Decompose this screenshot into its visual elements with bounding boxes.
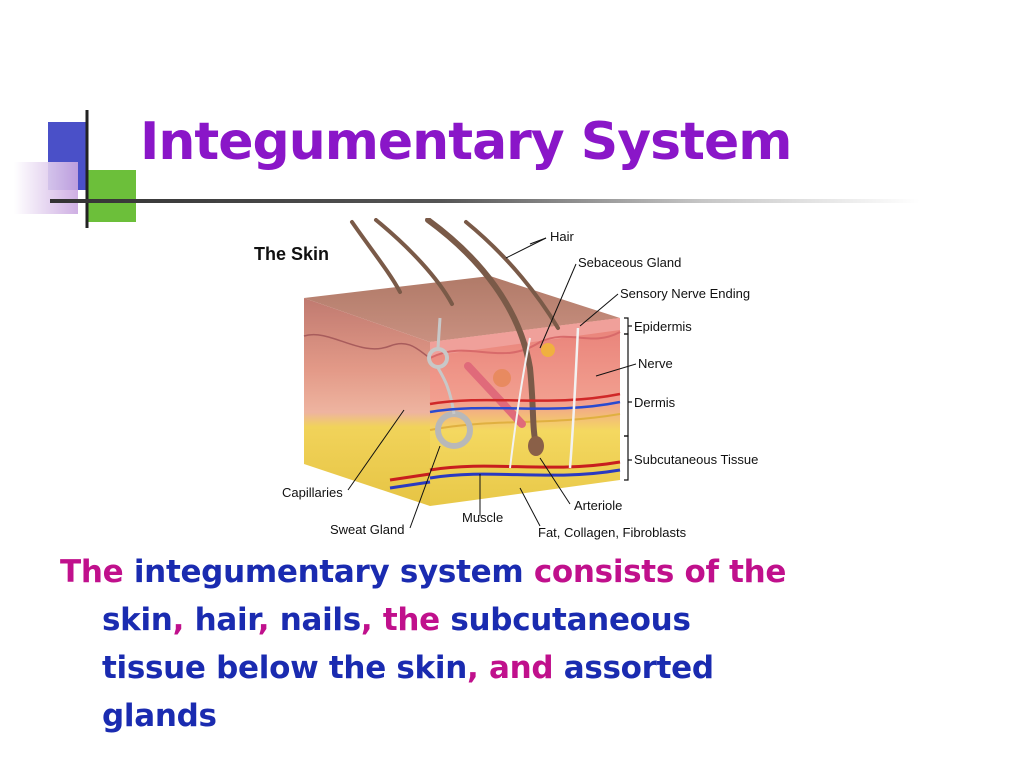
body-segment: , xyxy=(172,602,195,638)
body-paragraph: The integumentary system consists of the… xyxy=(60,548,960,740)
hair-shaft-3 xyxy=(464,220,560,330)
vessel-blue-upper xyxy=(429,400,621,414)
deco-green-square xyxy=(88,170,136,222)
front-layer-wave xyxy=(303,333,431,359)
corner-decoration xyxy=(14,110,136,228)
label-muscle: Muscle xyxy=(462,510,503,525)
front-vessel-red xyxy=(389,472,431,482)
body-segment: consists of the xyxy=(533,554,787,590)
nerve-fiber-2 xyxy=(509,337,531,469)
label-dermis: Dermis xyxy=(634,395,676,410)
layer-brackets xyxy=(624,317,632,481)
figure-title: The Skin xyxy=(254,244,329,264)
label-subcutaneous-tissue: Subcutaneous Tissue xyxy=(634,452,758,467)
body-segment: skin xyxy=(102,602,173,638)
label-epidermis: Epidermis xyxy=(634,319,692,334)
label-sweat-gland: Sweat Gland xyxy=(330,522,404,537)
arrector-muscle xyxy=(464,362,526,428)
slide-title: Integumentary System xyxy=(140,112,792,172)
label-nerve: Nerve xyxy=(638,356,673,371)
leader-lines xyxy=(347,237,637,529)
vessel-blue-lower xyxy=(429,468,621,480)
label-fat-collagen-fibroblasts: Fat, Collagen, Fibroblasts xyxy=(538,525,687,540)
body-line-1: The integumentary system consists of the xyxy=(60,548,960,596)
body-segment: glands xyxy=(102,698,217,734)
vessel-red-upper xyxy=(429,392,621,406)
hair-shaft-2 xyxy=(374,218,454,306)
body-segment: The xyxy=(60,554,134,590)
skin-top-surface xyxy=(304,276,620,342)
nerve-fiber xyxy=(568,327,580,469)
hair-shaft-main xyxy=(425,218,539,447)
deco-purple-square xyxy=(14,162,78,214)
body-segment: tissue below the skin xyxy=(102,650,467,686)
skin-front-face xyxy=(304,298,430,506)
sebaceous-gland xyxy=(493,369,511,387)
label-arteriole: Arteriole xyxy=(574,498,622,513)
body-segment: assorted xyxy=(563,650,714,686)
front-vessel-blue xyxy=(389,480,431,490)
label-hair: Hair xyxy=(550,229,575,244)
hair-shaft-1 xyxy=(350,220,402,294)
body-segment: , and xyxy=(466,650,564,686)
label-sebaceous-gland: Sebaceous Gland xyxy=(578,255,681,270)
title-underline xyxy=(50,199,920,203)
body-line-3: tissue below the skin, and assorted xyxy=(60,644,960,692)
hair-follicle-bulb xyxy=(528,436,544,456)
sebaceous-gland-2 xyxy=(541,343,555,357)
skin-diagram: The Skin xyxy=(254,218,758,540)
label-sensory-nerve-ending: Sensory Nerve Ending xyxy=(620,286,750,301)
body-line-2: skin, hair, nails, the subcutaneous xyxy=(60,596,960,644)
vessel-red-lower xyxy=(429,460,621,472)
body-segment: , xyxy=(257,602,280,638)
body-segment: integumentary system xyxy=(133,554,534,590)
body-segment: hair xyxy=(194,602,258,638)
body-segment: nails xyxy=(279,602,362,638)
sweat-gland-coil-upper xyxy=(427,347,449,369)
body-line-4: glands xyxy=(60,692,960,740)
dermis-boundary xyxy=(429,331,621,359)
label-capillaries: Capillaries xyxy=(282,485,343,500)
body-segment: subcutaneous xyxy=(450,602,691,638)
sweat-duct xyxy=(436,317,456,415)
body-segment: , the xyxy=(360,602,451,638)
skin-side-face xyxy=(430,318,620,506)
